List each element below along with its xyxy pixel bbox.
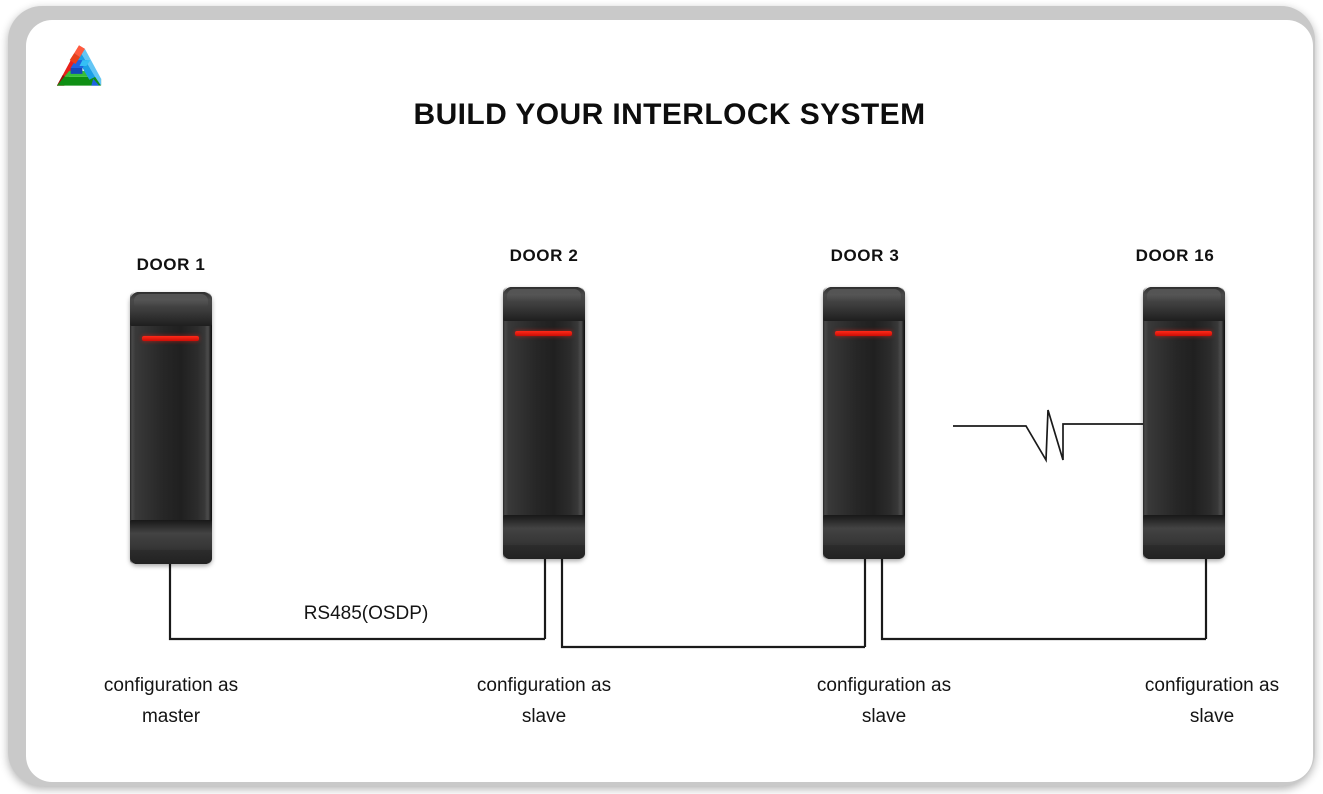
reader-top-cap	[823, 287, 905, 321]
reader-right-edge	[205, 292, 212, 564]
reader-bottom-cap	[503, 515, 585, 559]
reader-left-edge	[1143, 287, 1148, 559]
reader-bottom-foot	[503, 545, 585, 559]
penrose-triangle-logo	[52, 42, 106, 92]
reader-bottom-cap	[823, 515, 905, 559]
reader-bottom-foot	[1143, 545, 1225, 559]
reader-led-indicator-2	[515, 331, 572, 336]
reader-left-edge	[503, 287, 508, 559]
door-role-line-2: slave	[861, 706, 907, 727]
reader-led-indicator-16	[1155, 331, 1212, 336]
door-role-line-2: slave	[521, 706, 567, 727]
reader-bottom-cap	[1143, 515, 1225, 559]
card-reader-16[interactable]	[1143, 287, 1225, 559]
door-role-caption-3: configuration as slave	[744, 670, 1024, 732]
reader-top-cap	[130, 292, 212, 326]
card-reader-1[interactable]	[130, 292, 212, 564]
door-role-caption-2: configuration as slave	[404, 670, 684, 732]
door-role-line-1: configuration as	[103, 675, 239, 696]
reader-top-cap	[503, 287, 585, 321]
reader-top-gloss	[827, 289, 901, 302]
door-role-line-1: configuration as	[816, 675, 952, 696]
diagram-card: BUILD YOUR INTERLOCK SYSTEM D	[26, 20, 1313, 782]
door-role-caption-16: configuration as slave	[1072, 670, 1313, 732]
door-label-16: DOOR 16	[1135, 246, 1215, 265]
wiring-layer	[168, 409, 1208, 649]
reader-top-gloss	[1147, 289, 1221, 302]
card-reader-2[interactable]	[503, 287, 585, 559]
reader-top-gloss	[507, 289, 581, 302]
reader-right-edge	[898, 287, 905, 559]
door-label-1: DOOR 1	[136, 255, 206, 274]
card-reader-3[interactable]	[823, 287, 905, 559]
door-role-line-2: master	[141, 706, 201, 727]
zigzag-break-icon	[953, 409, 1145, 463]
bus-protocol-label: RS485(OSDP)	[303, 603, 429, 624]
reader-led-indicator-1	[142, 336, 199, 341]
reader-led-indicator-3	[835, 331, 892, 336]
door-label-3: DOOR 3	[830, 246, 900, 265]
door-role-line-1: configuration as	[1144, 675, 1280, 696]
reader-left-edge	[823, 287, 828, 559]
reader-bottom-cap	[130, 520, 212, 564]
reader-bottom-foot	[130, 550, 212, 564]
reader-right-edge	[1218, 287, 1225, 559]
reader-left-edge	[130, 292, 135, 564]
reader-right-edge	[578, 287, 585, 559]
reader-bottom-foot	[823, 545, 905, 559]
door-role-caption-1: configuration as master	[31, 670, 311, 732]
page-title: BUILD YOUR INTERLOCK SYSTEM	[413, 98, 926, 131]
door-role-line-2: slave	[1189, 706, 1235, 727]
door-role-line-1: configuration as	[476, 675, 612, 696]
reader-top-cap	[1143, 287, 1225, 321]
reader-top-gloss	[134, 294, 208, 307]
door-label-2: DOOR 2	[509, 246, 579, 265]
outer-frame: BUILD YOUR INTERLOCK SYSTEM D	[8, 6, 1315, 786]
